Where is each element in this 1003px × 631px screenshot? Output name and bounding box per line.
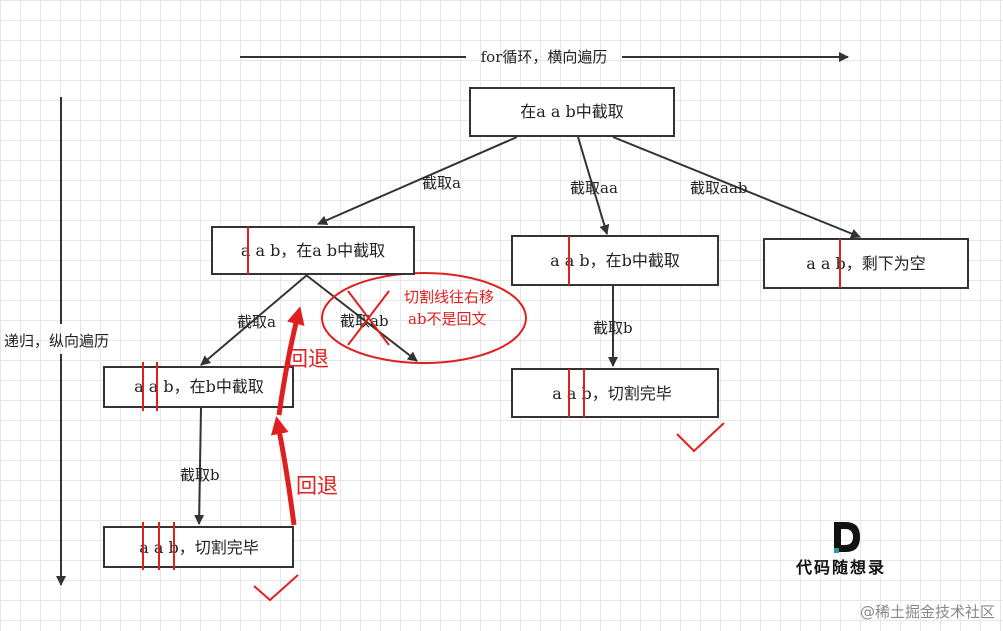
vertical-axis-label: 递归，纵向遍历	[4, 332, 109, 350]
node-level1-aab: a a b，剩下为空	[763, 238, 969, 289]
node-level1-aa-label: a a b，在b中截取	[550, 251, 680, 270]
edge-label-cut-aab: 截取aab	[690, 179, 748, 197]
edge-l1a-to-l2a	[200, 274, 308, 366]
node-level2-aa-b: a a b，切割完毕	[511, 368, 719, 418]
node-level1-aab-label: a a b，剩下为空	[806, 254, 926, 273]
edge-root-to-aa	[577, 136, 610, 235]
edge-l1a-to-ab	[305, 274, 418, 362]
edge-label-cut-b-right: 截取b	[593, 319, 633, 337]
node-level3-b-label: a a b，切割完毕	[139, 538, 259, 557]
node-level2-a-label: a a b，在b中截取	[134, 377, 264, 396]
node-level2-a: a a b，在b中截取	[103, 362, 294, 411]
edge-root-to-a	[317, 136, 518, 225]
backtrack-arrow-upper: 回退	[276, 306, 329, 416]
horizontal-axis: for循环，横向遍历	[240, 48, 849, 66]
brand-logo: 代码随想录	[795, 522, 886, 577]
edge-l2a-to-done	[194, 407, 205, 525]
horizontal-axis-label: for循环，横向遍历	[481, 48, 608, 66]
backtrack-label-upper: 回退	[287, 347, 329, 371]
checkmark-icon	[676, 422, 725, 453]
edge-root-to-aab	[612, 136, 861, 239]
checkmark-icon	[253, 574, 299, 602]
backtrack-label-lower: 回退	[296, 474, 338, 498]
watermark: @稀土掘金技术社区	[860, 603, 995, 621]
invalid-cut-cross	[347, 290, 390, 346]
node-level2-aa-b-label: a a b，切割完毕	[552, 384, 672, 403]
node-level1-aa: a a b，在b中截取	[511, 235, 719, 286]
node-root: 在a a b中截取	[469, 87, 675, 137]
logo-letter-d	[834, 522, 860, 552]
node-root-label: 在a a b中截取	[520, 102, 624, 121]
annotation-line-1: 切割线往右移	[404, 288, 494, 306]
edge-label-cut-a-level2: 截取a	[237, 313, 276, 331]
brand-name: 代码随想录	[795, 558, 886, 577]
edge-label-cut-a: 截取a	[422, 174, 461, 192]
node-level3-b: a a b，切割完毕	[103, 522, 294, 570]
palindrome-annotation: 切割线往右移 ab不是回文	[321, 272, 527, 364]
tree-edges	[194, 136, 861, 525]
edge-label-cut-b-left: 截取b	[180, 466, 220, 484]
annotation-line-2: ab不是回文	[408, 310, 487, 328]
edge-label-cut-ab: 截取ab	[340, 312, 389, 330]
node-level1-a: a a b，在a b中截取	[211, 226, 415, 275]
node-level1-a-label: a a b，在a b中截取	[241, 241, 385, 260]
vertical-axis: 递归，纵向遍历	[4, 97, 109, 586]
edge-label-cut-aa: 截取aa	[570, 179, 618, 197]
backtrack-arrow-lower: 回退	[270, 416, 338, 526]
